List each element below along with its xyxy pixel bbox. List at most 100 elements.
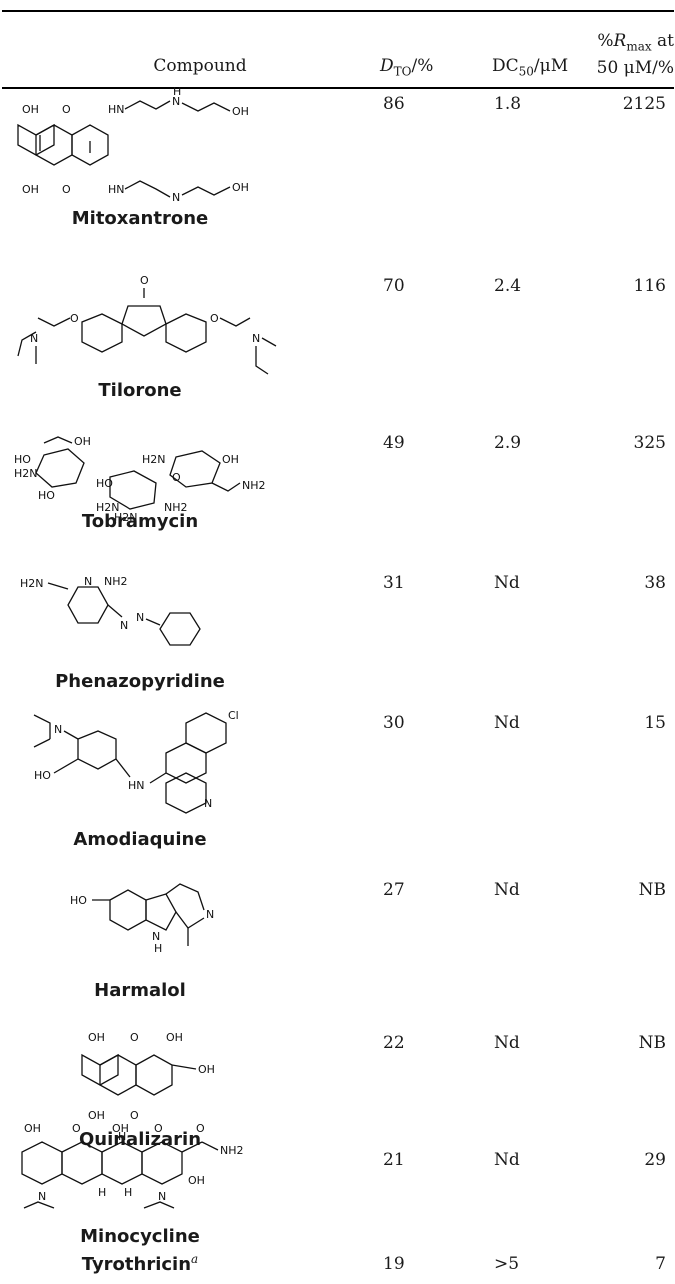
label-h: H <box>124 1186 132 1199</box>
dto-value: 19 <box>383 1254 405 1274</box>
table-row: OH O OH O HN HN N H OH N OH Mitoxantrone… <box>0 85 675 238</box>
label-oh: OH <box>232 181 249 194</box>
label-oh: OH <box>222 453 239 466</box>
rmax-value: 15 <box>644 713 666 733</box>
dc50-value: Nd <box>494 713 520 733</box>
compound-name: Tobramycin <box>81 511 199 532</box>
table-row: Tyrothricina 19 >5 7 <box>0 1248 675 1278</box>
rmax-value: 2125 <box>622 94 666 114</box>
label-o: O <box>72 1122 81 1135</box>
label-h: H <box>118 1130 126 1143</box>
label-o: O <box>62 183 71 196</box>
label-n: N <box>252 332 260 345</box>
label-nh2: NH2 <box>242 479 266 492</box>
header-rmax: %Rmax at 50 μM/% <box>596 31 674 79</box>
compound-name: Phenazopyridine <box>55 671 225 692</box>
label-h: H <box>154 942 162 955</box>
tilorone-structure: O O N O N <box>17 274 277 375</box>
table-row: H2N N NH2 N N Phenazopyridine 31 Nd 38 <box>0 573 675 693</box>
compound-name: Tilorone <box>98 380 182 401</box>
label-ho: HO <box>38 489 55 502</box>
label-oh: OH <box>24 1122 41 1135</box>
label-oh: OH <box>88 1031 105 1044</box>
label-ho: HO <box>14 453 31 466</box>
label-oh: OH <box>198 1063 215 1076</box>
compound-name: Amodiaquine <box>73 829 207 850</box>
header-compound: Compound <box>153 56 247 76</box>
label-n: N <box>204 797 212 810</box>
label-n: N <box>172 95 180 108</box>
minocycline-structure-drawing: OH O OH O O NH2 OH H H H N N <box>21 1122 244 1209</box>
label-o: O <box>140 274 149 287</box>
rmax-value: 7 <box>655 1254 666 1274</box>
label-h2n: H2N <box>142 453 166 466</box>
label-oh: OH <box>232 105 249 118</box>
rmax-value: NB <box>638 880 666 900</box>
table-header-rule <box>2 87 674 89</box>
dc50-value: Nd <box>494 1033 520 1053</box>
label-n: N <box>38 1190 46 1203</box>
dc50-value: >5 <box>494 1254 520 1274</box>
dto-value: 30 <box>383 713 405 733</box>
compound-name: Mitoxantrone <box>71 208 209 229</box>
label-n: N <box>152 930 160 943</box>
dc50-value: 2.4 <box>494 276 522 296</box>
label-o: O <box>210 312 219 325</box>
harmalol-structure: HO N H N <box>70 883 214 955</box>
compound-name: Minocycline <box>80 1226 200 1247</box>
label-hn: HN <box>128 779 145 792</box>
label-h2n: H2N <box>20 577 44 590</box>
label-n: N <box>84 575 92 588</box>
amodiaquine-structure: N HO HN Cl N <box>33 709 239 814</box>
label-cl: Cl <box>228 709 239 722</box>
table-row: O O N O N Tilorone 70 2.4 116 <box>0 274 675 401</box>
label-n: N <box>206 908 214 921</box>
label-o: O <box>70 312 79 325</box>
label-n: N <box>120 619 128 632</box>
label-o: O <box>172 471 181 484</box>
label-hn: HN <box>108 103 125 116</box>
rmax-value: 325 <box>633 433 666 453</box>
label-oh: OH <box>74 435 91 448</box>
table-row: OH O OH OH OH O Quinalizarin 22 Nd NB <box>0 1031 675 1163</box>
quinalizarin-structure: OH O OH OH OH O <box>81 1031 215 1122</box>
label-n: N <box>136 611 144 624</box>
label-ho: HO <box>70 894 87 907</box>
label-o: O <box>154 1122 163 1135</box>
label-n: N <box>172 191 180 204</box>
label-h: H <box>173 85 181 98</box>
label-n: N <box>30 332 38 345</box>
label-o: O <box>62 103 71 116</box>
dc50-value: Nd <box>494 1150 520 1170</box>
label-oh: OH <box>22 103 39 116</box>
phenazopyridine-structure: H2N N NH2 N N <box>20 575 201 646</box>
header-dc50: DC50/μM <box>492 56 569 79</box>
label-nh2: NH2 <box>164 501 188 514</box>
label-nh2: NH2 <box>220 1144 244 1157</box>
rmax-value: NB <box>638 1033 666 1053</box>
table-row: Minocycline 21 Nd 29 <box>0 1150 675 1250</box>
label-h2n: H2N <box>14 467 38 480</box>
label-o: O <box>130 1031 139 1044</box>
compound-name: Tyrothricina <box>81 1252 199 1275</box>
label-o: O <box>130 1109 139 1122</box>
label-h: H <box>98 1186 106 1199</box>
label-ho: HO <box>34 769 51 782</box>
rmax-value: 38 <box>644 573 666 593</box>
label-oh: OH <box>88 1109 105 1122</box>
dc50-value: 1.8 <box>494 94 522 114</box>
label-hn: HN <box>108 183 125 196</box>
label-oh: OH <box>188 1174 205 1187</box>
compound-name: Harmalol <box>94 980 186 1001</box>
dc50-value: 2.9 <box>494 433 522 453</box>
dc50-value: Nd <box>494 880 520 900</box>
label-oh: OH <box>166 1031 183 1044</box>
dto-value: 31 <box>383 573 405 593</box>
dto-value: 27 <box>383 880 405 900</box>
label-nh2: NH2 <box>104 575 128 588</box>
label-oh: OH <box>22 183 39 196</box>
label-o: O <box>196 1122 205 1135</box>
mitoxantrone-structure: OH O OH O HN HN N H OH N OH <box>17 85 249 204</box>
dto-value: 86 <box>383 94 405 114</box>
header-dto: DTO/% <box>380 56 434 79</box>
